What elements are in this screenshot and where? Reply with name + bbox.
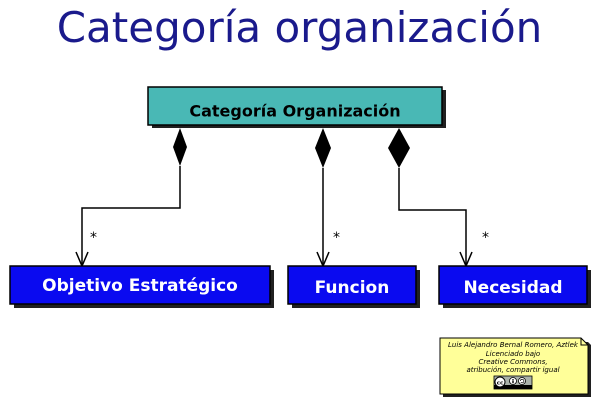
license-note: Luis Alejandro Bernal Romero, Aztlek Lic… bbox=[439, 337, 591, 397]
note-line: Creative Commons, bbox=[478, 358, 547, 366]
class-label: Funcion bbox=[315, 278, 390, 298]
note-fold bbox=[580, 338, 588, 346]
composition-diamond bbox=[315, 128, 331, 168]
multiplicity-label: * bbox=[482, 230, 489, 246]
composition-diamond bbox=[173, 128, 187, 166]
class-label: Objetivo Estratégico bbox=[42, 276, 238, 296]
composition-link-objetivo: * bbox=[75, 128, 187, 268]
note-line: Luis Alejandro Bernal Romero, Aztlek bbox=[448, 341, 579, 349]
class-label: Necesidad bbox=[463, 278, 562, 298]
svg-text:cc: cc bbox=[497, 381, 504, 387]
root-class-box: Categoría Organización bbox=[147, 86, 446, 128]
cc-by-sa-badge-icon: cc bbox=[493, 375, 533, 390]
note-line: atribución, compartir igual bbox=[466, 366, 559, 374]
composition-link-funcion: * bbox=[315, 128, 340, 268]
composition-diamond bbox=[388, 128, 410, 168]
class-box-necesidad: Necesidad bbox=[438, 265, 591, 308]
multiplicity-label: * bbox=[90, 230, 97, 246]
multiplicity-label: * bbox=[333, 230, 340, 246]
page-title: Categoría organización bbox=[56, 3, 543, 52]
class-box-funcion: Funcion bbox=[287, 265, 420, 308]
composition-link-necesidad: * bbox=[388, 128, 489, 268]
class-box-objetivo-estrategico: Objetivo Estratégico bbox=[9, 265, 274, 308]
note-line: Licenciado bajo bbox=[486, 350, 540, 358]
root-class-label: Categoría Organización bbox=[189, 102, 400, 121]
